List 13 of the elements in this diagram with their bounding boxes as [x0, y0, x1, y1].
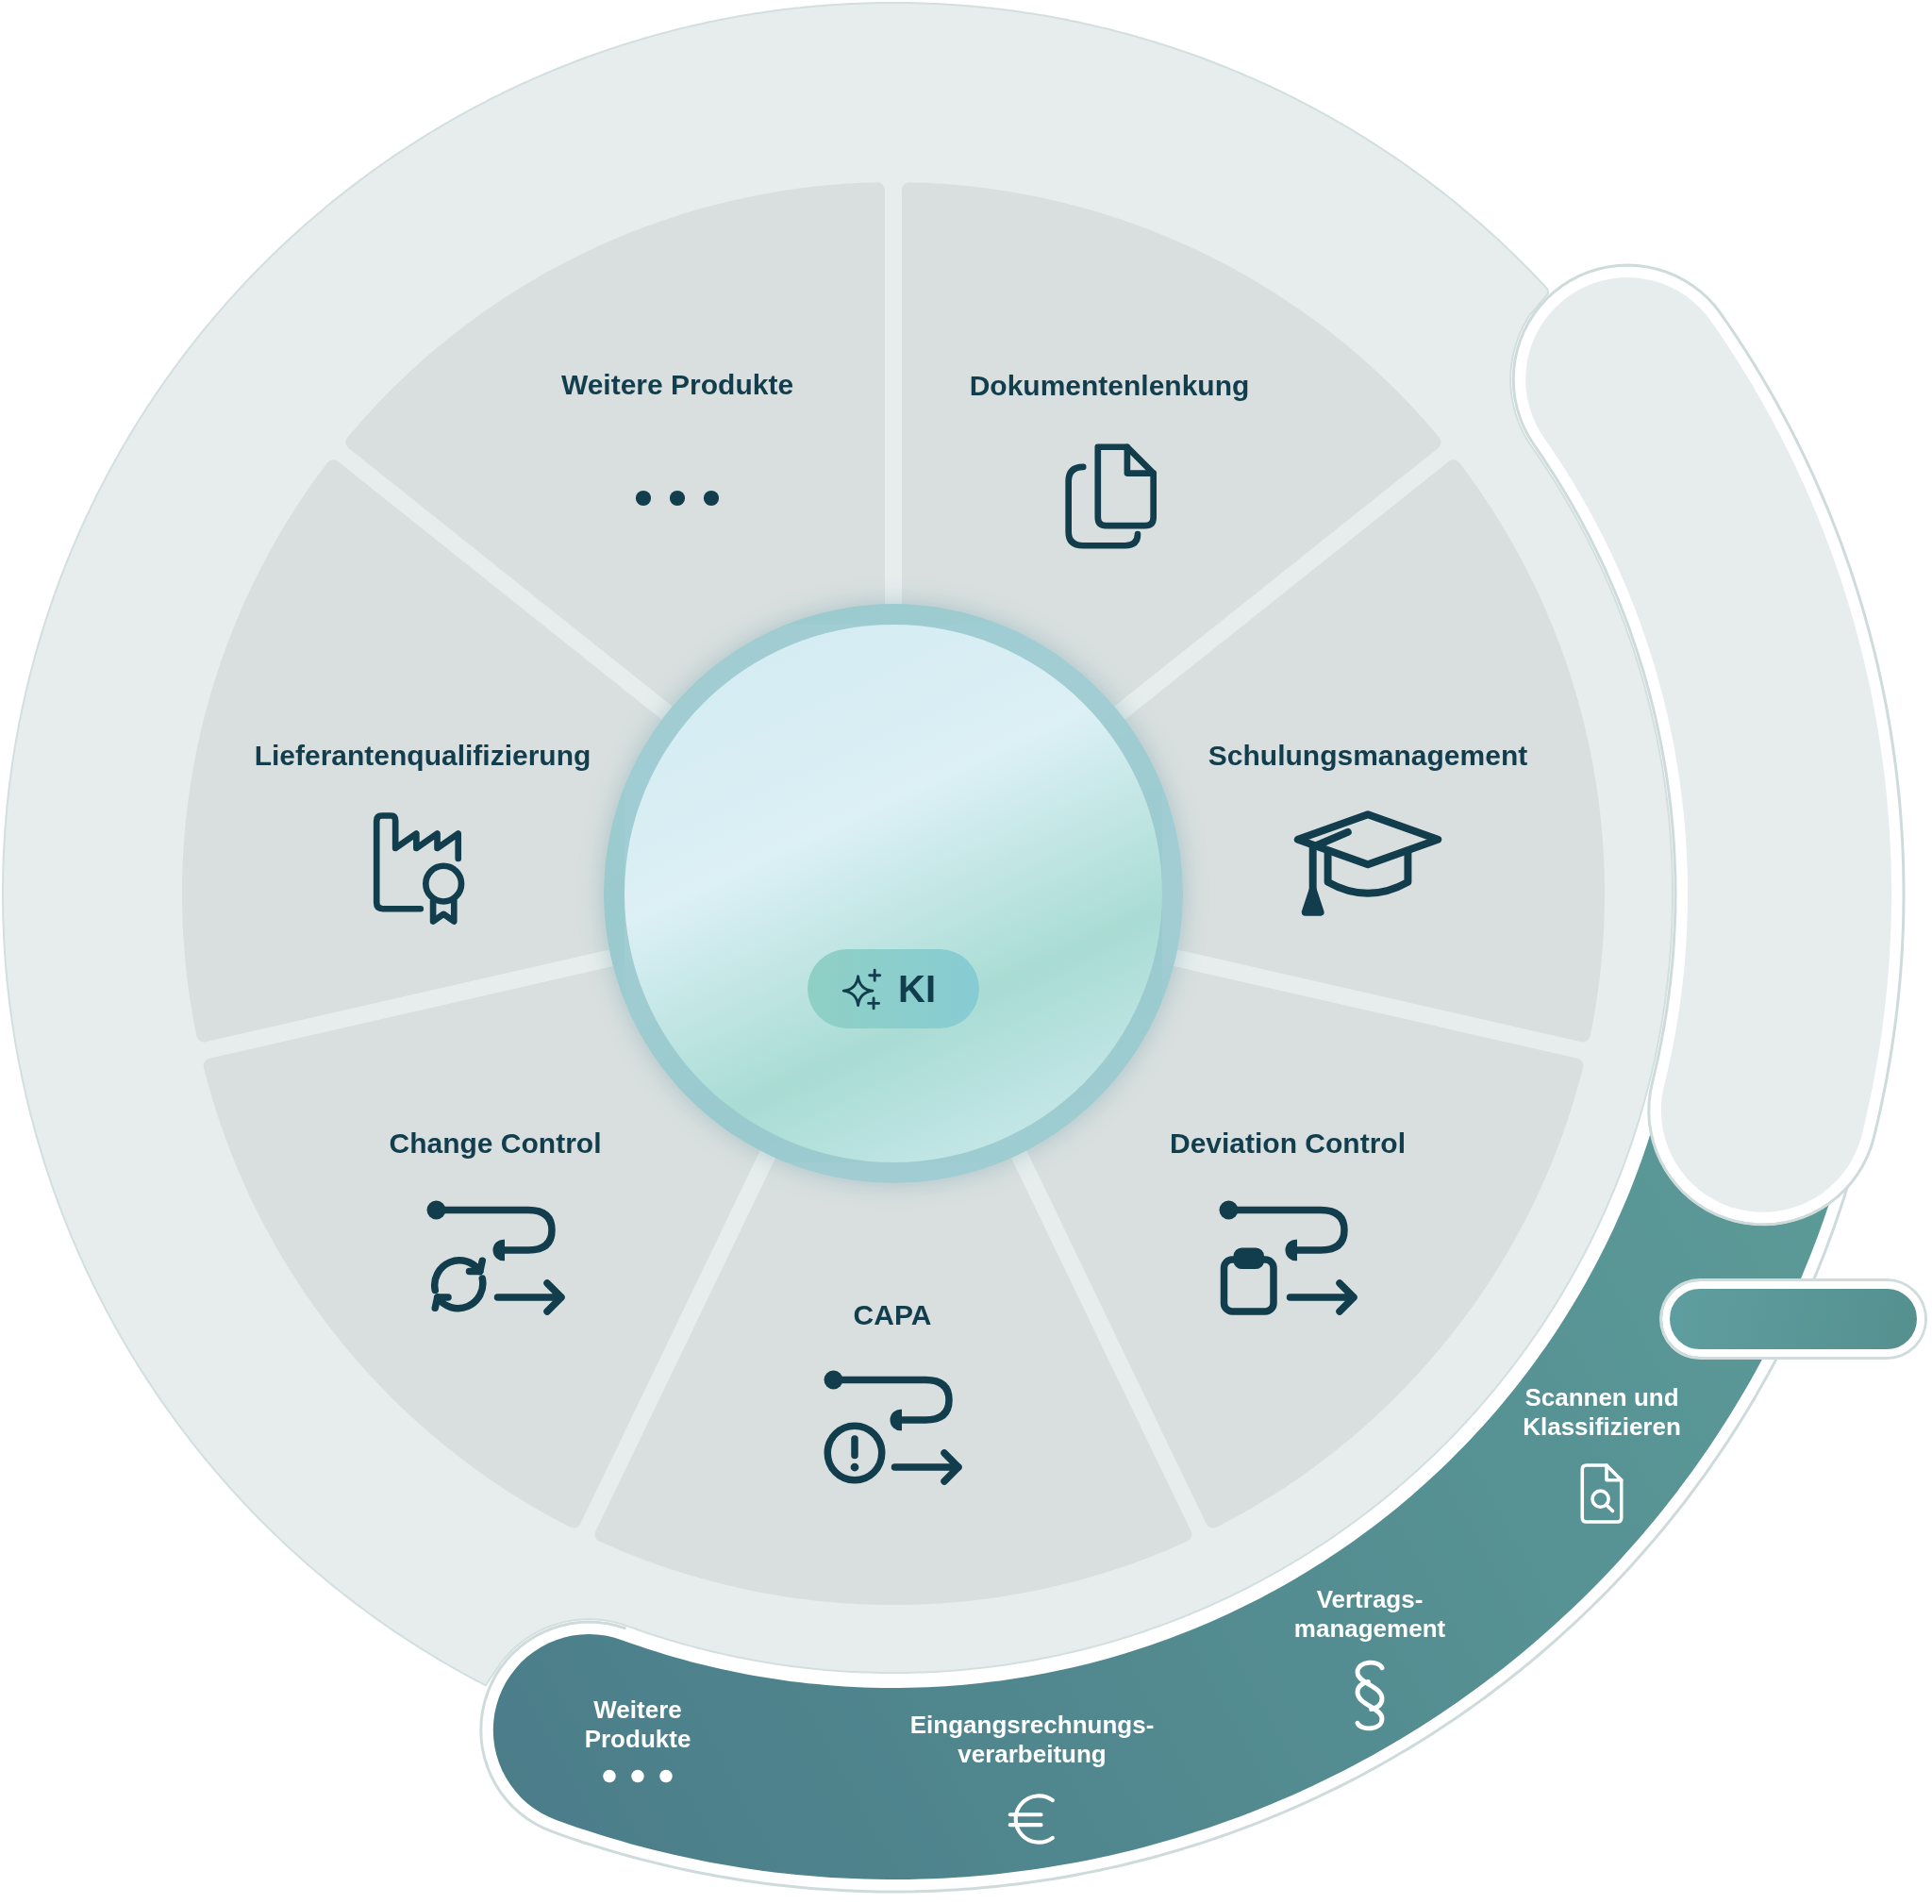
- module-title: Deviation Control: [1170, 1127, 1406, 1161]
- product-title: Vertrags- management: [1293, 1584, 1446, 1645]
- empty-pill: [1662, 1281, 1924, 1357]
- module-title: Weitere Produkte: [560, 368, 794, 402]
- product-title: Scannen und Klassifizieren: [1523, 1382, 1681, 1443]
- module-title: CAPA: [853, 1298, 932, 1332]
- ai-label: KI: [898, 967, 936, 1011]
- module-title: Change Control: [389, 1127, 602, 1161]
- product-title: Weitere Produkte: [584, 1695, 691, 1755]
- module-title: Dokumentenlenkung: [969, 369, 1250, 403]
- product-title: Eingangsrechnungs- verarbeitung: [909, 1710, 1155, 1770]
- module-title: Lieferantenqualifizierung: [254, 739, 591, 773]
- module-title: Schulungsmanagement: [1208, 739, 1528, 773]
